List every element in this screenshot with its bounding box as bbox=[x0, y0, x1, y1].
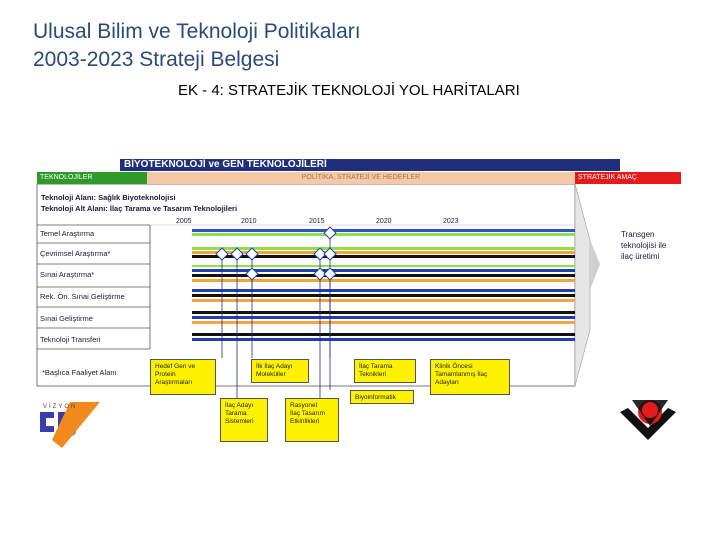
box-ilac-tarama-teknikleri: İlaç Tarama Teknikleri bbox=[354, 359, 416, 383]
year-label: 2015 bbox=[309, 218, 325, 225]
bar-sinai-arastirma-1 bbox=[192, 265, 575, 267]
bar-temel-1 bbox=[192, 229, 575, 232]
box-line: Etkinlikleri bbox=[290, 418, 320, 425]
legend-note: *Başlıca Faaliyet Alanı bbox=[42, 368, 117, 377]
row-label-rek-on-sinai: Rek. Ön. Sınai Geliştirme bbox=[40, 292, 125, 301]
box-rasyonel-ilac: Rasyonel İlaç Tasarım Etkinlikleri bbox=[285, 398, 339, 442]
box-hedef-gen: Hedef Gen ve Protein Araştırmaları bbox=[150, 359, 216, 395]
bar-cevrimsel-3 bbox=[192, 255, 575, 258]
vizyon-logo-text: VİZYON bbox=[43, 404, 78, 410]
box-line: Adayları bbox=[435, 379, 459, 386]
year-label: 2005 bbox=[176, 218, 192, 225]
year-label: 2020 bbox=[376, 218, 392, 225]
milestone-diamond bbox=[245, 267, 259, 281]
box-line: Araştırmaları bbox=[155, 379, 193, 386]
milestone-diamond bbox=[323, 267, 337, 281]
box-line: Tarama bbox=[225, 410, 247, 417]
bar-cevrimsel-2 bbox=[192, 251, 575, 254]
milestone-diamond bbox=[323, 226, 337, 240]
box-line: Tamamlanmış İlaç bbox=[435, 371, 488, 378]
vizyon-logo bbox=[40, 402, 100, 448]
box-line: Biyoinformatik bbox=[355, 394, 396, 401]
bar-rek-1 bbox=[192, 289, 575, 292]
box-ilk-ilac-adayi: İlk İlaç Adayı Moleküller bbox=[251, 359, 309, 383]
year-label: 2023 bbox=[443, 218, 459, 225]
box-line: Rasyonel bbox=[290, 402, 318, 409]
year-label: 2010 bbox=[241, 218, 257, 225]
header-policy: POLİTİKA, STRATEJİ VE HEDEFLER bbox=[147, 172, 575, 184]
goal-arrow-tip bbox=[590, 240, 600, 290]
box-line: Sistemleri bbox=[225, 418, 254, 425]
strategic-goal: Transgen teknolojisi ile ilaç üretimi bbox=[621, 229, 691, 262]
box-biyoinformatik: Biyoinformatik bbox=[350, 390, 414, 404]
milestone-diamond bbox=[313, 267, 327, 281]
box-line: İlaç Tarama bbox=[359, 363, 393, 370]
box-line: Moleküller bbox=[256, 371, 286, 378]
subtitle: EK - 4: STRATEJİK TEKNOLOJİ YOL HARİTALA… bbox=[178, 82, 520, 99]
milestone-diamond bbox=[230, 247, 244, 261]
box-line: Teknikleri bbox=[359, 371, 387, 378]
milestone-diamond bbox=[245, 247, 259, 261]
box-line: Protein bbox=[155, 371, 176, 378]
bar-sinai-arastirma-2 bbox=[192, 269, 575, 272]
tech-area: Teknoloji Alanı: Sağlık Biyoteknolojisi bbox=[41, 193, 176, 202]
emblem-logo bbox=[620, 400, 676, 440]
box-line: Klinik Öncesi bbox=[435, 363, 473, 370]
bar-gelistirme-3 bbox=[192, 321, 575, 324]
goal-line: Transgen bbox=[621, 230, 655, 239]
row-label-temel: Temel Araştırma bbox=[40, 229, 95, 238]
bar-cevrimsel-1 bbox=[192, 247, 575, 250]
box-line: İlk İlaç Adayı bbox=[256, 363, 293, 370]
bar-transfer-2 bbox=[192, 338, 575, 341]
box-line: Hedef Gen ve bbox=[155, 363, 196, 370]
box-klinik-oncesi: Klinik Öncesi Tamamlanmış İlaç Adayları bbox=[430, 359, 510, 395]
bar-gelistirme-2 bbox=[192, 316, 575, 319]
row-label-teknoloji-transferi: Teknoloji Transferi bbox=[40, 335, 101, 344]
title-line-2: 2003-2023 Strateji Belgesi bbox=[33, 48, 280, 71]
header-main: BİYOTEKNOLOJİ ve GEN TEKNOLOJİLERİ bbox=[120, 159, 620, 171]
goal-arrow bbox=[574, 183, 591, 387]
milestone-diamond bbox=[313, 247, 327, 261]
row-label-cevrimsel: Çevrimsel Araştırma* bbox=[40, 249, 111, 258]
row-label-sinai-arastirma: Sınai Araştırma* bbox=[40, 270, 95, 279]
bar-rek-3 bbox=[192, 299, 575, 302]
bar-sinai-arastirma-3 bbox=[192, 274, 575, 277]
box-line: İlaç Tasarım bbox=[290, 410, 325, 417]
header-technologies: TEKNOLOJİLER bbox=[37, 172, 147, 184]
bar-sinai-arastirma-4 bbox=[192, 279, 575, 282]
tech-subarea: Teknoloji Alt Alanı: İlaç Tarama ve Tasa… bbox=[41, 204, 238, 213]
header-goal: STRATEJİK AMAÇ bbox=[575, 172, 681, 184]
goal-line: teknolojisi ile bbox=[621, 241, 667, 250]
roadmap-frame bbox=[36, 183, 576, 387]
milestone-diamond bbox=[323, 247, 337, 261]
box-line: İlaç Adayı bbox=[225, 402, 254, 409]
bar-rek-2 bbox=[192, 294, 575, 297]
title-line-1: Ulusal Bilim ve Teknoloji Politikaları bbox=[33, 20, 361, 43]
bar-gelistirme-1 bbox=[192, 311, 575, 314]
box-ilac-adayi-tarama: İlaç Adayı Tarama Sistemleri bbox=[220, 398, 268, 442]
goal-line: ilaç üretimi bbox=[621, 252, 660, 261]
row-label-sinai-gelistirme: Sınai Geliştirme bbox=[40, 314, 93, 323]
bar-transfer-1 bbox=[192, 333, 575, 336]
bar-temel-2 bbox=[192, 233, 575, 236]
milestone-diamond bbox=[215, 247, 229, 261]
